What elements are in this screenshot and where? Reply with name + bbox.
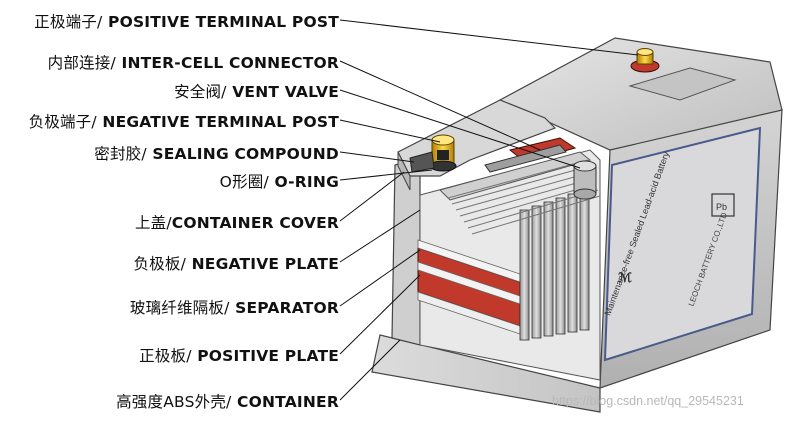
label-en: CONTAINER COVER [171,214,339,232]
sealing-compound [409,151,435,173]
label-en: POSITIVE TERMINAL POST [102,13,339,31]
negative-plate [567,193,578,333]
negative-plate [519,209,530,341]
positive-terminal-post [630,48,660,73]
negative-terminal-post [429,134,457,172]
label-inter-cell-connector: 内部连接/ INTER-CELL CONNECTOR [48,51,339,73]
label-zh: O形圈/ [219,173,269,191]
label-en: INTER-CELL CONNECTOR [115,54,339,72]
label-o-ring: O形圈/ O-RING [220,170,339,192]
label-en: CONTAINER [231,393,339,411]
pb-mark: Pb [716,202,727,212]
negative-plate [543,201,554,337]
label-en: NEGATIVE PLATE [186,255,339,273]
label-negative-terminal-post: 负极端子/ NEGATIVE TERMINAL POST [29,110,339,132]
label-en: VENT VALVE [226,83,339,101]
label-en: POSITIVE PLATE [191,347,339,365]
label-zh: 安全阀/ [174,83,227,101]
label-zh: 负极端子/ [28,113,97,131]
label-zh: 玻璃纤维隔板/ [129,299,230,317]
cutaway-wall [391,157,421,346]
label-positive-terminal-post: 正极端子/ POSITIVE TERMINAL POST [34,10,339,32]
cover-edge [397,151,411,191]
label-en: NEGATIVE TERMINAL POST [96,113,339,131]
label-zh: 高强度ABS外壳/ [116,393,232,411]
label-zh: 密封胶/ [94,145,147,163]
recycle-mark [711,193,735,217]
label-positive-plate: 正极板/ POSITIVE PLATE [139,344,339,366]
label-en: SEALING COMPOUND [146,145,339,163]
label-en: O-RING [268,173,339,191]
watermark: https://blog.csdn.net/qq_29545231 [552,394,744,408]
negative-plates [519,189,590,341]
ul-mark: ℳ [618,270,632,285]
negative-plate [579,189,590,331]
label-separator: 玻璃纤维隔板/ SEPARATOR [130,296,339,318]
label-zh: 负极板/ [133,255,187,273]
plate-stack [417,239,521,335]
label-container: 高强度ABS外壳/ CONTAINER [116,390,339,412]
label-zh: 内部连接/ [47,54,116,72]
top-label-recess [628,67,737,101]
negative-plate [555,197,566,335]
connector-bar [484,144,567,173]
label-en: SEPARATOR [229,299,339,317]
side-label-panel [603,126,762,362]
negative-plate [531,205,542,339]
label-negative-plate: 负极板/ NEGATIVE PLATE [133,252,339,274]
label-zh: 正极端子/ [34,13,103,31]
leader-lines [339,19,639,401]
label-zh: 正极板/ [139,347,192,365]
label-sealing-compound: 密封胶/ SEALING COMPOUND [94,142,339,164]
label-container-cover: 上盖/CONTAINER COVER [135,211,339,233]
vent-valve [573,160,597,200]
label-zh: 上盖/ [134,214,172,232]
plate-top-surface [439,151,592,201]
label-vent-valve: 安全阀/ VENT VALVE [174,80,339,102]
battery-front-face [371,334,601,413]
